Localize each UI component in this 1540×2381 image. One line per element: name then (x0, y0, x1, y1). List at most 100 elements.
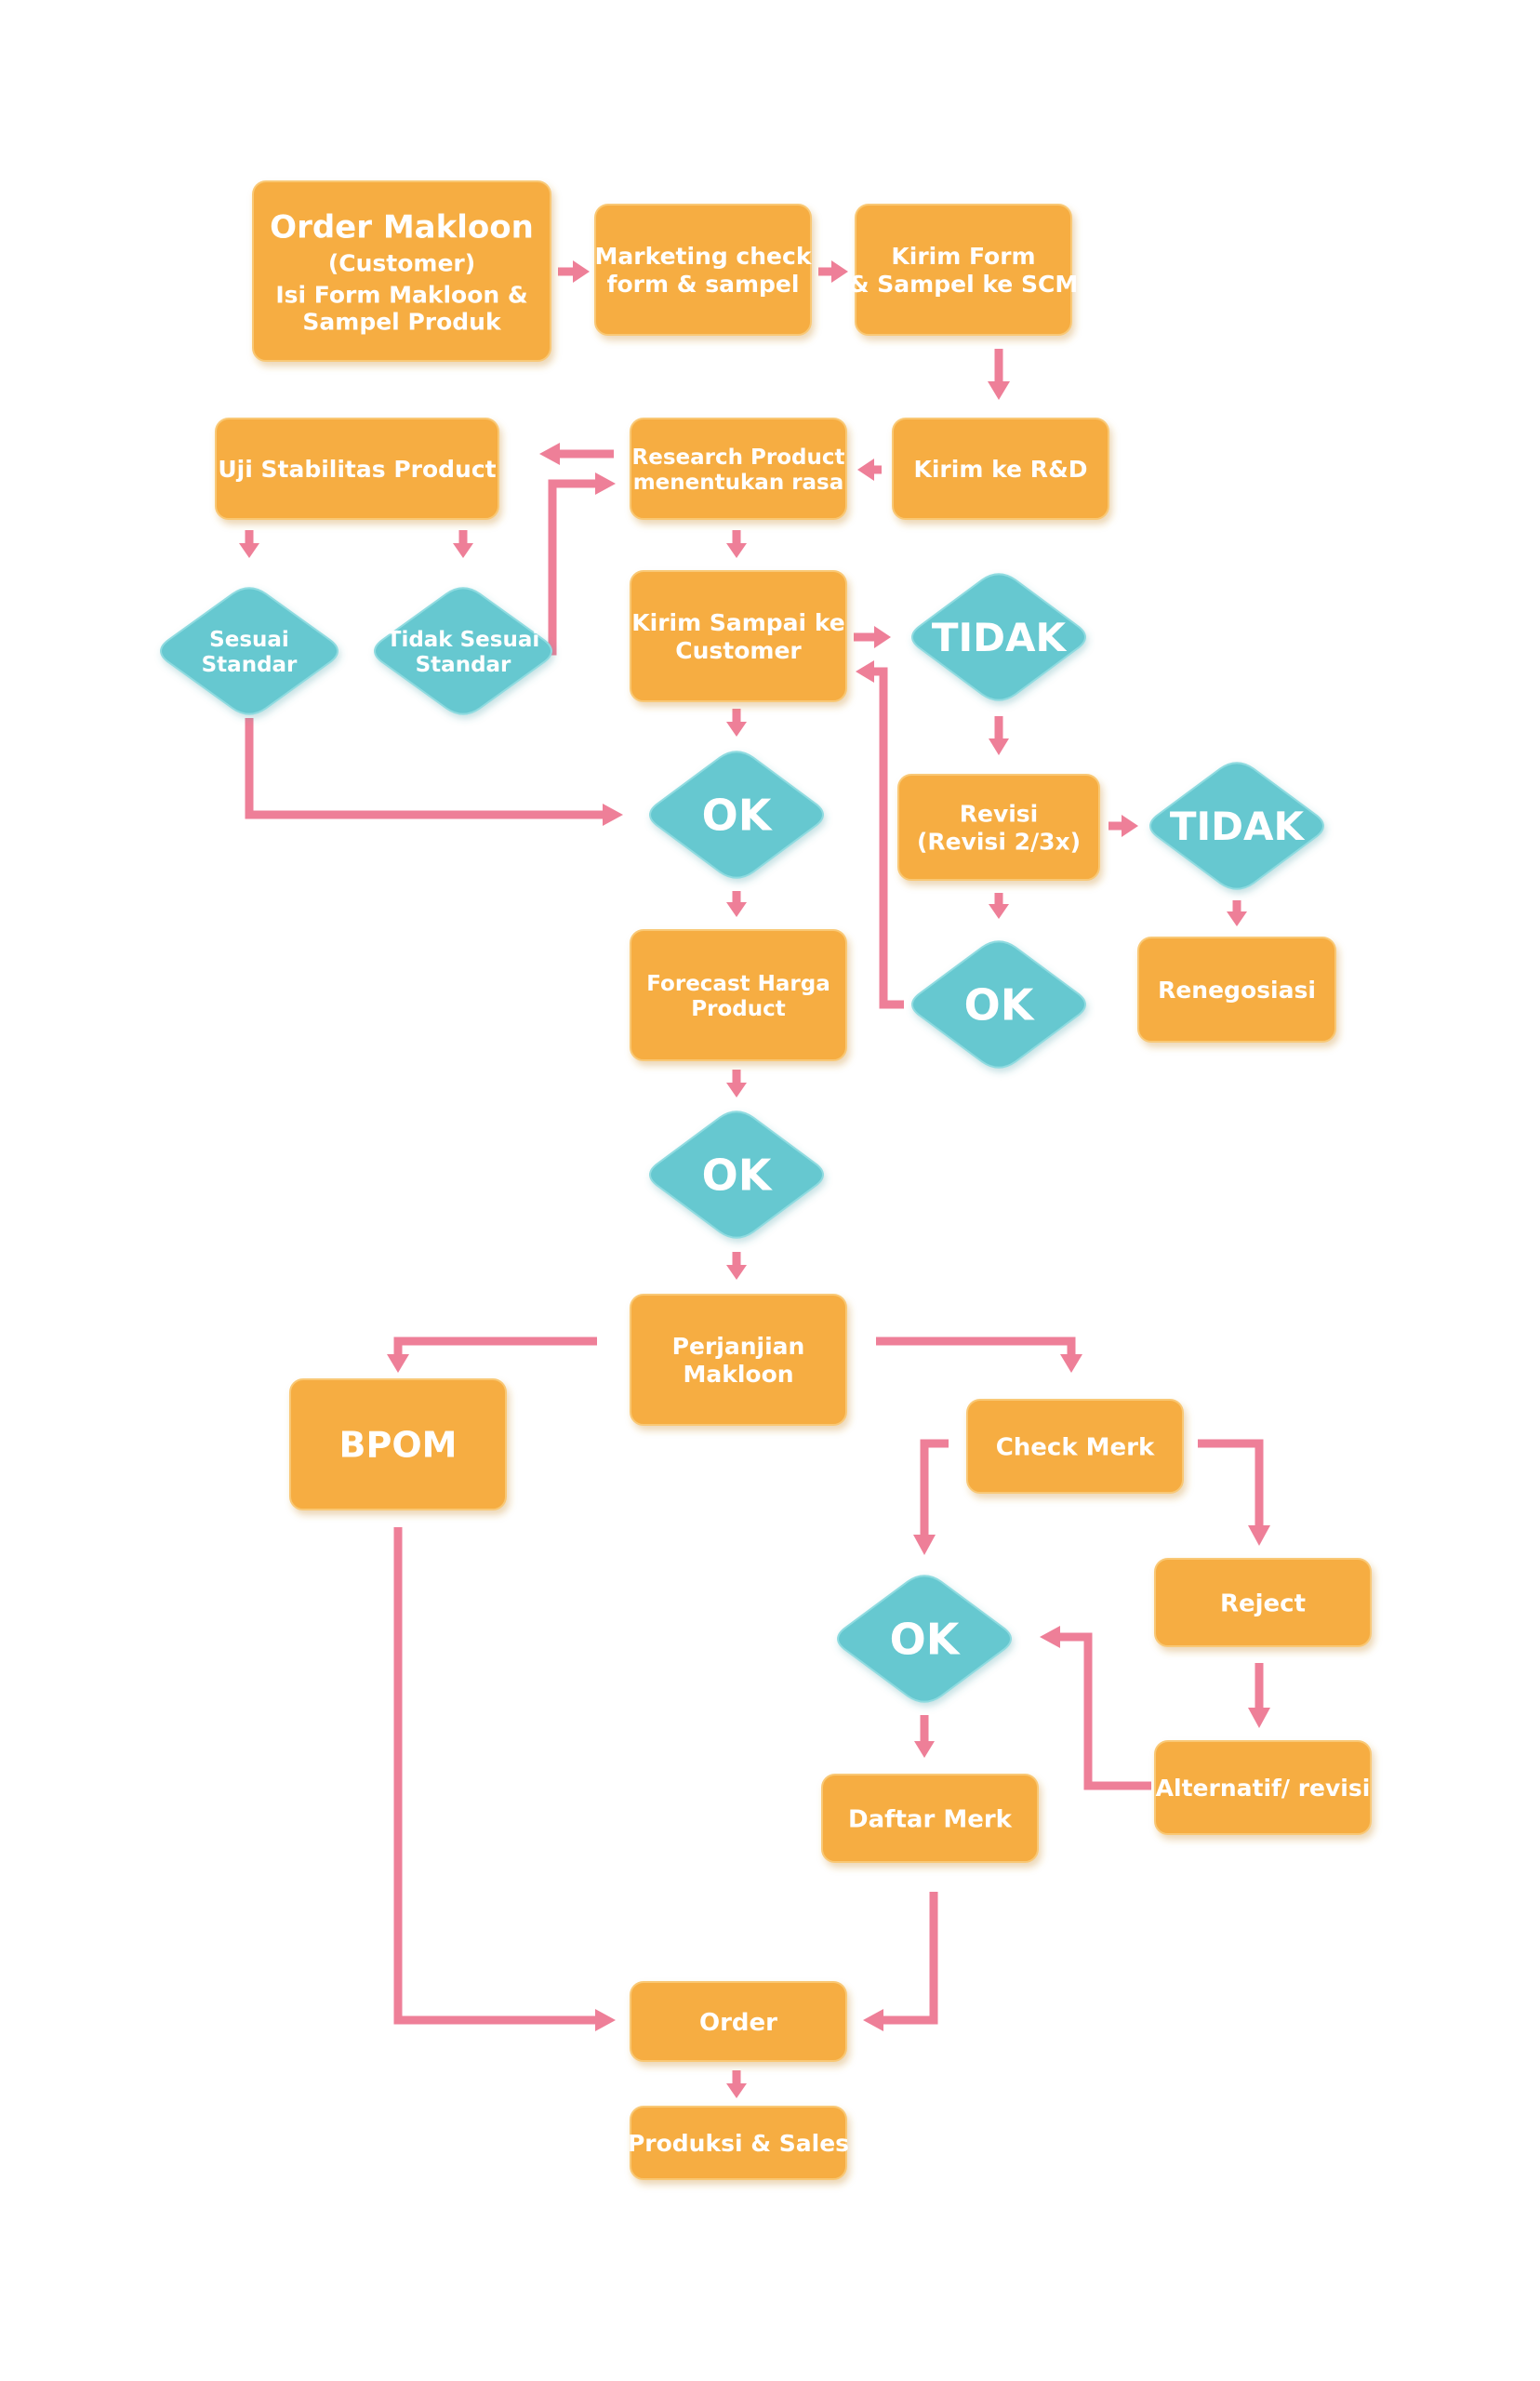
node-label-line: Renegosiasi (1158, 977, 1316, 1004)
arrow-head (726, 722, 747, 737)
node-label-line: OK (702, 1151, 774, 1201)
node-label-line: Revisi (960, 801, 1039, 828)
process-node-order: Order (630, 1981, 847, 2062)
arrow-head (573, 260, 590, 283)
arrow-perjanjian-to-check-merk (876, 1337, 1076, 1354)
arrow-head (1227, 911, 1247, 926)
arrow-head (726, 2083, 747, 2098)
node-label-line: Alternatif/ revisi (1156, 1775, 1371, 1802)
node-label-line: Order Makloon (270, 209, 534, 246)
node-label-line: (Customer) (328, 250, 475, 277)
arrow-head (1248, 1708, 1270, 1728)
arrow-head (831, 260, 848, 283)
node-label-line: Standar (202, 653, 298, 677)
arrow-head (595, 472, 616, 495)
decision-node-ok-3: OK (649, 1111, 824, 1239)
arrow-alternatif-to-ok (1060, 1632, 1151, 1790)
arrow-head (1060, 1354, 1082, 1373)
node-label-line: Reject (1220, 1590, 1306, 1617)
arrow-head (857, 459, 874, 481)
node-label-line: Kirim ke R&D (913, 456, 1087, 483)
process-box (855, 204, 1072, 336)
decision-node-ok-1: OK (649, 751, 824, 879)
node-label-line: TIDAK (932, 615, 1068, 660)
arrow-head (1248, 1525, 1270, 1546)
arrow-head (603, 804, 623, 826)
process-box (821, 1774, 1039, 1863)
node-label-line: Order (699, 2009, 777, 2037)
process-box (1154, 1558, 1372, 1647)
process-node-renegosiasi: Renegosiasi (1137, 937, 1336, 1043)
node-label-line: Forecast Harga (646, 972, 830, 996)
process-node-bpom: BPOM (289, 1378, 507, 1510)
arrow-head (863, 2009, 883, 2031)
process-node-daftar-merk: Daftar Merk (821, 1774, 1039, 1863)
node-label-line: Sesuai (209, 628, 289, 652)
process-node-kirim-rnd: Kirim ke R&D (892, 418, 1109, 520)
arrow-perjanjian-to-bpom (393, 1337, 597, 1354)
decision-diamond (649, 1111, 824, 1239)
arrow-head (726, 902, 747, 917)
decision-diamond (1149, 762, 1324, 890)
process-box (892, 418, 1109, 520)
node-label-line: Isi Form Makloon & (275, 282, 527, 309)
process-box (289, 1378, 507, 1510)
arrow-sesuai-to-ok (245, 718, 603, 819)
decision-node-tidak-1: TIDAK (911, 573, 1086, 701)
process-node-order-makloon: Order Makloon (Customer) Isi Form Makloon … (252, 180, 551, 362)
arrow-head (453, 543, 473, 558)
process-box (630, 418, 847, 520)
arrow-bpom-to-order (393, 1527, 595, 2025)
arrow-head (726, 1265, 747, 1280)
process-box (630, 1981, 847, 2062)
arrow-check-merk-to-reject (1198, 1439, 1264, 1525)
node-label-line: Uji Stabilitas Product (218, 456, 496, 483)
node-label-line: Perjanjian (672, 1333, 805, 1360)
node-label-line: TIDAK (1170, 804, 1306, 849)
node-label-line: Standar (416, 653, 511, 677)
decision-diamond (374, 587, 552, 715)
process-node-produksi-sales: Produksi & Sales (628, 2106, 849, 2180)
arrow-head (874, 626, 891, 648)
decision-diamond (911, 573, 1086, 701)
arrow-ok-to-kirim-customer (874, 667, 904, 1009)
process-box (215, 418, 499, 520)
decision-diamond (160, 587, 339, 715)
process-node-reject: Reject (1154, 1558, 1372, 1647)
node-label-line: & Sampel ke SCM (849, 271, 1078, 298)
decision-diamond (911, 940, 1086, 1069)
node-label-line: Makloon (683, 1361, 793, 1388)
process-box (594, 204, 812, 336)
arrow-tidak-sesuai-to-research (548, 479, 595, 656)
process-box (1154, 1740, 1372, 1835)
process-node-revisi: Revisi(Revisi 2/3x) (897, 774, 1100, 881)
arrow-head (387, 1354, 409, 1373)
arrow-head (726, 1083, 747, 1097)
arrow-head (914, 1741, 935, 1758)
arrow-head (1040, 1626, 1060, 1648)
decision-node-ok-4: OK (837, 1575, 1012, 1703)
node-label-line: Daftar Merk (848, 1805, 1013, 1833)
node-label-line: menentukan rasa (633, 471, 844, 495)
process-node-alternatif-revisi: Alternatif/ revisi (1154, 1740, 1372, 1835)
node-label-line: form & sampel (607, 271, 800, 298)
process-box (1137, 937, 1336, 1043)
decision-diamond (649, 751, 824, 879)
decision-node-tidak-2: TIDAK (1149, 762, 1324, 890)
node-label-line: Sampel Produk (302, 309, 502, 336)
process-box (630, 929, 847, 1061)
arrow-head (595, 2009, 616, 2031)
process-node-kirim-form: Kirim Form& Sampel ke SCM (849, 204, 1078, 336)
arrow-head (856, 660, 874, 683)
node-label-line: BPOM (339, 1425, 458, 1466)
arrow-head (989, 738, 1009, 755)
arrow-check-merk-to-ok (920, 1439, 949, 1535)
process-box (630, 570, 847, 702)
